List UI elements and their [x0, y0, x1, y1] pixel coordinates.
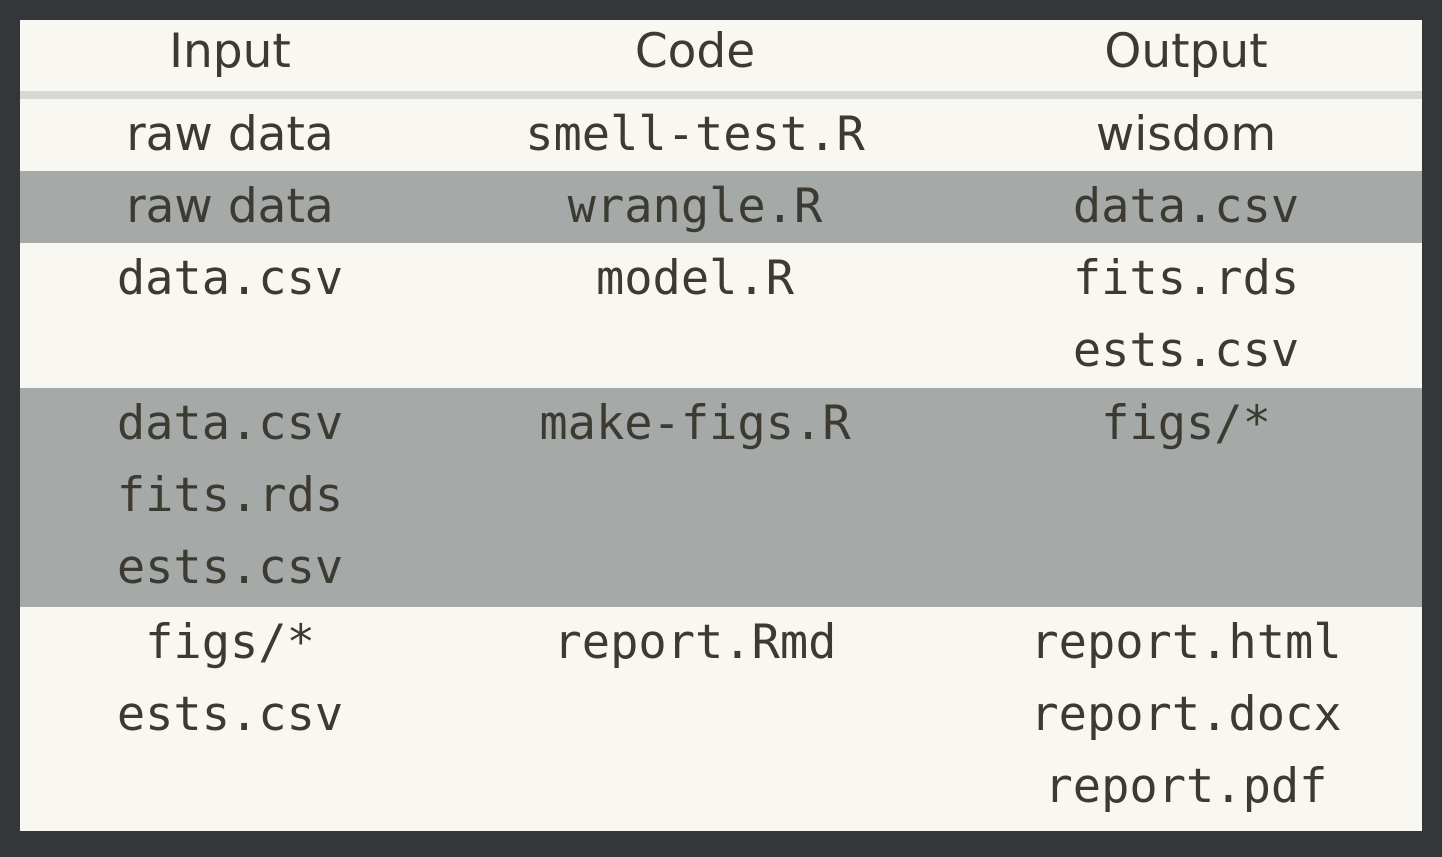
column-header-input: Input [20, 20, 440, 99]
table-body: raw data smell-test.R wisdom raw data wr… [20, 95, 1422, 829]
cell-input: data.csv fits.rds ests.csv [20, 388, 440, 607]
cell-output: wisdom [950, 95, 1422, 171]
cell-code: smell-test.R [440, 95, 950, 171]
table-header-row: Input Code Output [20, 20, 1422, 99]
table-row: figs/* ests.csv report.Rmd report.html r… [20, 607, 1422, 829]
cell-output: report.html report.docx report.pdf [950, 607, 1422, 829]
cell-input: data.csv [20, 243, 440, 388]
column-header-output: Output [950, 20, 1422, 99]
cell-output: data.csv [950, 171, 1422, 243]
table-row: data.csv fits.rds ests.csv make-figs.R f… [20, 388, 1422, 607]
table-header: Input Code Output [20, 20, 1422, 99]
cell-code: model.R [440, 243, 950, 388]
cell-output: figs/* [950, 388, 1422, 607]
cell-input: raw data [20, 95, 440, 171]
cell-input: raw data [20, 171, 440, 243]
table-row: raw data smell-test.R wisdom [20, 95, 1422, 171]
pipeline-table: Input Code Output raw data smell-test.R … [20, 20, 1422, 829]
table-row: raw data wrangle.R data.csv [20, 171, 1422, 243]
cell-input: figs/* ests.csv [20, 607, 440, 829]
cell-code: wrangle.R [440, 171, 950, 243]
column-header-code: Code [440, 20, 950, 99]
table-row: data.csv model.R fits.rds ests.csv [20, 243, 1422, 388]
pipeline-table-container: Input Code Output raw data smell-test.R … [20, 20, 1422, 831]
cell-output: fits.rds ests.csv [950, 243, 1422, 388]
cell-code: make-figs.R [440, 388, 950, 607]
cell-code: report.Rmd [440, 607, 950, 829]
